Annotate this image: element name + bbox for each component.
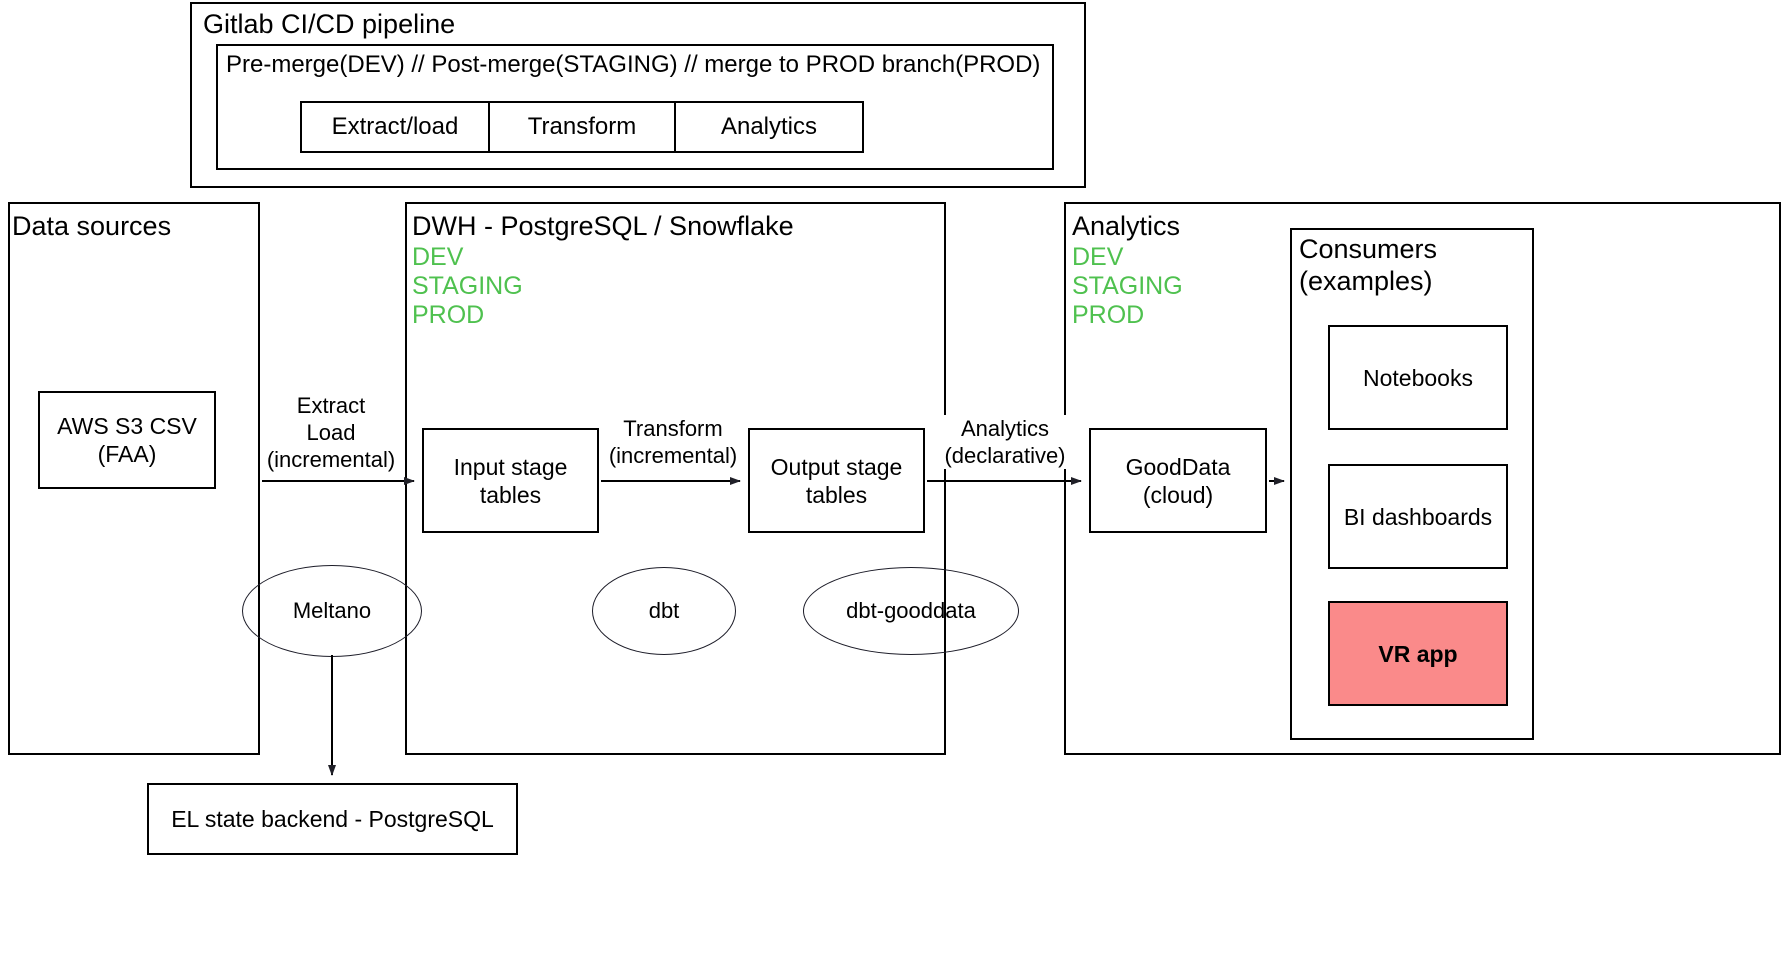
node-line-1: Input stage [453,453,568,480]
group-dwh-env-dev: DEV [412,243,464,271]
group-dwh-title: DWH - PostgreSQL / Snowflake [412,211,794,241]
group-dwh-env-prod: PROD [412,301,485,329]
group-dwh-env-staging: STAGING [412,272,523,300]
arrow-label-line-2: (incremental) [608,443,738,468]
node-label: EL state backend - PostgreSQL [171,806,494,832]
group-analytics-env-staging: STAGING [1072,272,1183,300]
node-el-state-backend[interactable]: EL state backend - PostgreSQL [147,783,518,855]
group-analytics-env-dev: DEV [1072,243,1124,271]
cicd-branch-box [216,44,1054,170]
cicd-stage-transform[interactable]: Transform [490,101,676,153]
cicd-stage-label: Transform [527,113,637,140]
arrow-label-line-2: Load [306,420,356,445]
tool-ellipse-dbt-gooddata[interactable]: dbt-gooddata [803,567,1019,655]
node-label: Notebooks [1363,364,1473,391]
cicd-stage-label: Analytics [720,113,818,140]
node-line-1: GoodData [1125,453,1231,480]
cicd-pipeline-box [190,2,1086,188]
node-label: BI dashboards [1343,503,1493,530]
cicd-pipeline-title: Gitlab CI/CD pipeline [203,9,456,39]
cicd-stage-analytics[interactable]: Analytics [676,101,864,153]
arrow-label-transform: Transform (incremental) [602,415,744,469]
node-aws-s3-csv[interactable]: AWS S3 CSV (FAA) [38,391,216,489]
tool-label: Meltano [292,598,372,623]
group-consumers-title-line1: Consumers [1299,234,1438,264]
tool-ellipse-dbt[interactable]: dbt [592,567,736,655]
node-bi-dashboards[interactable]: BI dashboards [1328,464,1508,569]
arrow-label-line-2: (declarative) [944,443,1066,468]
node-input-stage-tables[interactable]: Input stage tables [422,428,599,533]
arrow-label-line-1: Extract [296,393,366,418]
arrow-label-analytics: Analytics (declarative) [933,415,1077,469]
node-notebooks[interactable]: Notebooks [1328,325,1508,430]
node-output-stage-tables[interactable]: Output stage tables [748,428,925,533]
arrow-label-line-1: Transform [623,416,723,441]
tool-ellipse-meltano[interactable]: Meltano [242,565,422,657]
tool-label: dbt-gooddata [846,598,976,623]
node-vr-app[interactable]: VR app [1328,601,1508,706]
node-line-2: (FAA) [97,441,157,467]
group-consumers-title-line2: (examples) [1299,266,1433,296]
node-line-2: tables [479,481,542,508]
group-consumers [1290,228,1534,740]
node-line-1: Output stage [770,453,903,480]
arrow-label-line-1: Analytics [960,416,1050,441]
node-line-2: tables [805,481,868,508]
group-analytics-env-prod: PROD [1072,301,1145,329]
tool-label: dbt [648,598,680,623]
cicd-stage-label: Extract/load [331,113,459,140]
cicd-branch-label: Pre-merge(DEV) // Post-merge(STAGING) //… [226,51,1041,78]
group-data-sources [8,202,260,755]
group-analytics-title: Analytics [1072,211,1181,241]
arrow-label-line-3: (incremental) [266,447,396,472]
cicd-stage-extract-load[interactable]: Extract/load [300,101,490,153]
node-line-1: AWS S3 CSV [57,413,197,439]
node-line-2: (cloud) [1142,481,1214,508]
group-analytics [1064,202,1781,755]
node-gooddata-cloud[interactable]: GoodData (cloud) [1089,428,1267,533]
group-data-sources-title: Data sources [12,211,172,241]
node-label: VR app [1378,640,1458,667]
arrow-label-extract-load: Extract Load (incremental) [262,392,400,473]
